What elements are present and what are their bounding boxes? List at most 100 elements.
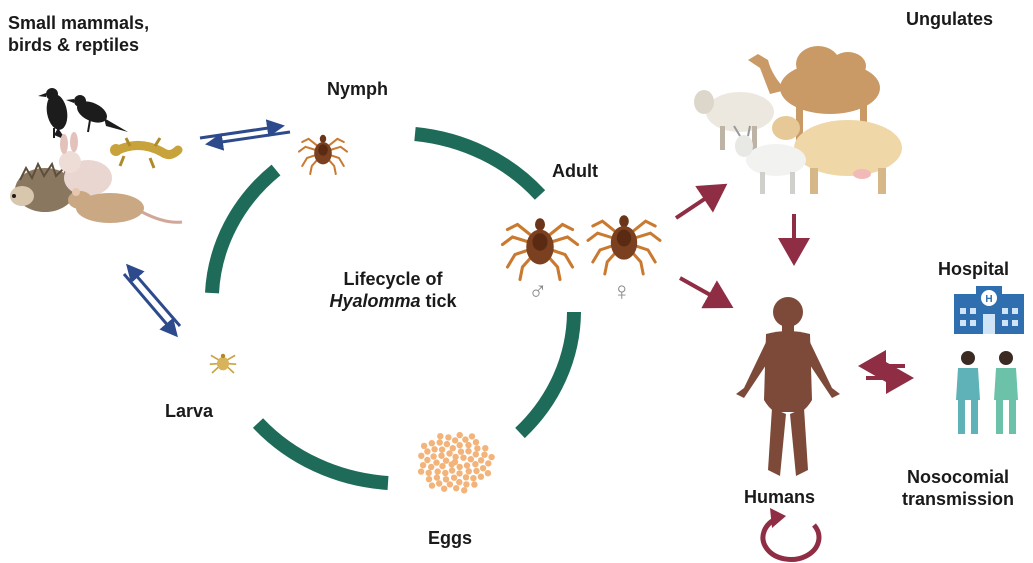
egg-dot	[472, 461, 478, 467]
nosocomial-label-line1: Nosocomial	[888, 466, 1028, 488]
male-symbol: ♂	[528, 280, 548, 302]
egg-dot	[438, 453, 444, 459]
adult-label: Adult	[552, 160, 598, 182]
egg-dot	[443, 458, 449, 464]
egg-dot	[429, 482, 435, 488]
rabbit-icon	[59, 132, 112, 196]
egg-dot	[473, 468, 479, 474]
small-hosts-label-line2: birds & reptiles	[8, 34, 149, 56]
egg-dot	[452, 454, 458, 460]
egg-dot	[418, 468, 424, 474]
ungulates-label: Ungulates	[906, 8, 993, 30]
humans-label: Humans	[744, 486, 815, 508]
crow-icon	[66, 95, 128, 132]
egg-dot	[450, 445, 456, 451]
egg-dot	[453, 485, 459, 491]
egg-dot	[439, 463, 445, 469]
egg-dot	[446, 450, 452, 456]
nymph-label: Nymph	[327, 78, 388, 100]
male-adult-tick-icon	[503, 218, 578, 279]
egg-dot	[429, 440, 435, 446]
nosocomial-label: Nosocomial transmission	[888, 466, 1028, 510]
egg-dot	[474, 445, 480, 451]
egg-dot	[426, 470, 432, 476]
egg-dot	[442, 470, 448, 476]
egg-dot	[433, 459, 439, 465]
egg-dot	[471, 481, 477, 487]
adult-to-ungulates-arrow	[676, 186, 724, 218]
egg-dot	[456, 479, 462, 485]
egg-dot	[470, 475, 476, 481]
egg-dot	[468, 456, 474, 462]
lifecycle-center-label: Lifecycle of Hyalomma tick	[318, 268, 468, 312]
egg-dot	[465, 448, 471, 454]
egg-dot	[457, 442, 463, 448]
hospital-label: Hospital	[938, 258, 1009, 280]
lifecycle-title-rest: tick	[421, 291, 457, 311]
egg-dot	[485, 470, 491, 476]
recycle-arrow-icon	[763, 508, 819, 560]
sheep-icon	[694, 90, 774, 150]
egg-dot	[457, 464, 463, 470]
cycle-arc-adult-eggs	[520, 312, 574, 433]
egg-dot	[430, 453, 436, 459]
egg-dot	[439, 446, 445, 452]
egg-dot	[480, 465, 486, 471]
female-adult-tick-icon	[588, 215, 660, 274]
egg-dot	[478, 457, 484, 463]
egg-dot	[465, 442, 471, 448]
egg-dot	[426, 476, 432, 482]
egg-dot	[444, 441, 450, 447]
egg-dot	[420, 462, 426, 468]
egg-dot	[466, 468, 472, 474]
host-nymph-double-arrow	[200, 126, 290, 144]
egg-dot	[434, 474, 440, 480]
egg-dot	[478, 474, 484, 480]
healthcare-worker-icon	[994, 351, 1018, 434]
egg-dot	[424, 448, 430, 454]
female-symbol: ♀	[612, 280, 632, 302]
small-hosts-group	[10, 88, 182, 223]
hospital-sign-text: H	[985, 294, 992, 305]
egg-dot	[456, 470, 462, 476]
egg-dot	[428, 464, 434, 470]
lifecycle-genus: Hyalomma	[329, 291, 420, 311]
crow-icon	[38, 88, 70, 140]
rat-icon	[68, 188, 182, 223]
egg-dot	[452, 437, 458, 443]
egg-dot	[449, 467, 455, 473]
adult-to-humans-arrow	[680, 278, 730, 306]
egg-dot	[482, 445, 488, 451]
larva-label: Larva	[165, 400, 213, 422]
cycle-arc-nymph-adult	[415, 134, 540, 195]
egg-dot	[457, 432, 463, 438]
egg-dot	[463, 481, 469, 487]
egg-dot	[431, 446, 437, 452]
egg-dot	[437, 439, 443, 445]
egg-dot	[447, 481, 453, 487]
small-hosts-label: Small mammals, birds & reptiles	[8, 12, 149, 56]
host-larva-double-arrow	[124, 266, 180, 335]
egg-dot	[464, 462, 470, 468]
egg-dot	[469, 433, 475, 439]
egg-cluster-icon	[418, 432, 495, 494]
human-icon	[736, 297, 840, 476]
egg-dot	[473, 451, 479, 457]
eggs-label: Eggs	[428, 527, 472, 549]
egg-dot	[485, 460, 491, 466]
egg-dot	[445, 434, 451, 440]
cycle-arc-larva-nymph	[212, 170, 276, 293]
nosocomial-label-line2: transmission	[888, 488, 1028, 510]
egg-dot	[436, 480, 442, 486]
hospital-building-icon: H	[954, 286, 1024, 334]
egg-dot	[441, 486, 447, 492]
egg-dot	[424, 457, 430, 463]
egg-dot	[418, 453, 424, 459]
larva-tick-icon	[210, 354, 236, 373]
egg-dot	[460, 455, 466, 461]
egg-dot	[435, 468, 441, 474]
egg-dot	[451, 475, 457, 481]
small-hosts-label-line1: Small mammals,	[8, 12, 149, 34]
